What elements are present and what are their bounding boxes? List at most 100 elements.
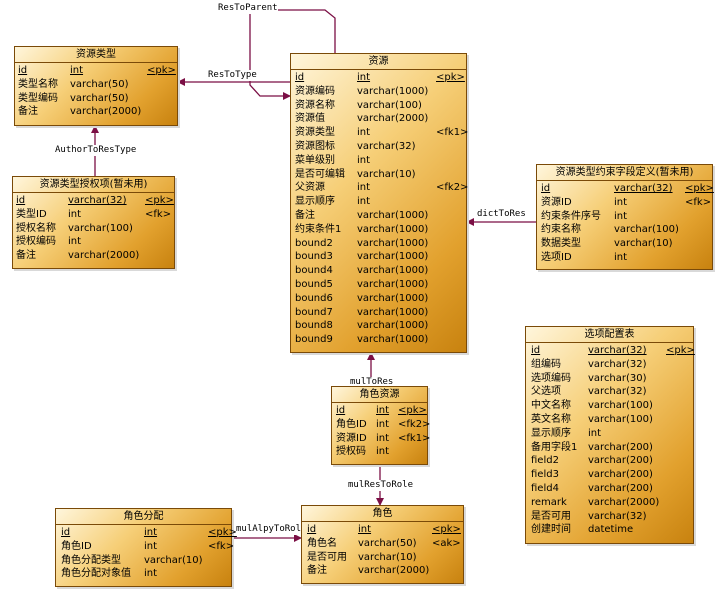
column-row[interactable]: 父选项 varchar(32) [526, 385, 693, 399]
column-name: id [307, 524, 317, 535]
column-key: <fk2> [398, 418, 431, 430]
column-name: bound7 [295, 306, 333, 318]
column-name: 资源图标 [295, 140, 335, 152]
column-name: field2 [531, 455, 559, 467]
column-type: varchar(100) [68, 222, 133, 234]
column-type: varchar(1000) [357, 265, 429, 277]
column-name: bound2 [295, 237, 333, 249]
entity-title: 资源类型约束字段定义(暂未用) [537, 165, 712, 181]
column-name: 父选项 [531, 386, 561, 398]
column-name: 角色ID [61, 540, 92, 552]
column-name: 类型ID [16, 208, 47, 220]
column-name: 约束条件序号 [541, 210, 601, 222]
entity-title: 选项配置表 [526, 327, 693, 343]
column-name: 显示顺序 [295, 196, 335, 208]
column-type: varchar(2000) [70, 106, 142, 118]
column-type: varchar(2000) [588, 496, 660, 508]
column-row[interactable]: bound7 varchar(1000) [291, 306, 466, 320]
column-type: int [614, 196, 628, 208]
column-type: varchar(1000) [357, 306, 429, 318]
column-name: 是否可用 [531, 510, 571, 522]
column-row[interactable]: 显示顺序 int [526, 427, 693, 441]
column-name: 显示顺序 [531, 427, 571, 439]
column-name: 角色分配类型 [61, 554, 121, 566]
column-type: varchar(32) [588, 386, 647, 398]
label-mul-res-to-role: mulResToRole [348, 480, 414, 491]
entity-title: 角色分配 [56, 509, 231, 525]
column-key: <fk2> [436, 182, 469, 194]
column-name: bound8 [295, 320, 333, 332]
entity-title: 资源类型授权项(暂未用) [13, 177, 174, 193]
column-type: varchar(2000) [358, 565, 430, 577]
column-type: int [588, 427, 602, 439]
label-author-to-res-type: AuthorToResType [55, 145, 137, 156]
